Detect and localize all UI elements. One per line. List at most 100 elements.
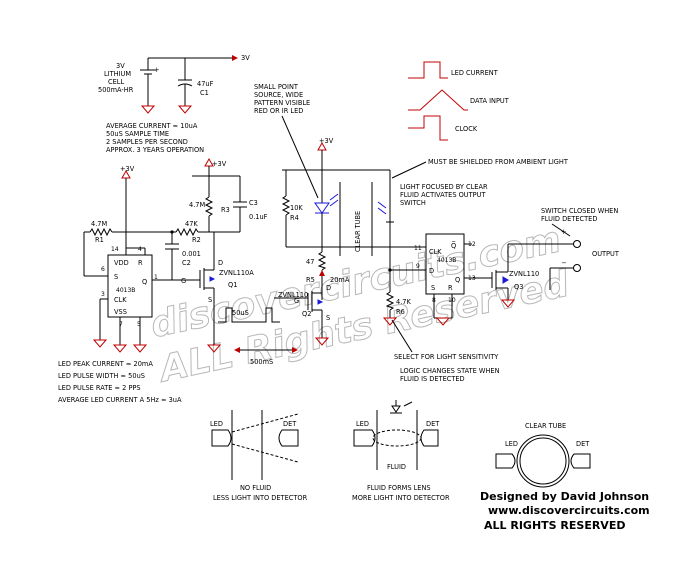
- ic1-chip: [107, 254, 153, 318]
- svg-text:2 SAMPLES PER SECOND: 2 SAMPLES PER SECOND: [106, 138, 188, 146]
- svg-text:VSS: VSS: [114, 308, 127, 316]
- svg-text:www.discovercircuits.com: www.discovercircuits.com: [488, 504, 650, 517]
- battery-section: 3V LITHIUM CELL 500mA-HR + 3V 47uF C1: [98, 54, 250, 114]
- output-terminal-plus: [573, 240, 581, 248]
- q1-transistor: G D S ZVNL110A Q1: [172, 232, 254, 353]
- ground-icon: [500, 299, 516, 308]
- svg-text:FLUID DETECTED: FLUID DETECTED: [541, 215, 597, 223]
- svg-text:4.7K: 4.7K: [396, 298, 411, 306]
- svg-text:AVERAGE CURRENT ≈ 10uA: AVERAGE CURRENT ≈ 10uA: [106, 122, 198, 130]
- svg-text:D: D: [326, 284, 331, 292]
- svg-text:ALL RIGHTS RESERVED: ALL RIGHTS RESERVED: [484, 519, 625, 532]
- svg-text:LED PEAK CURRENT ≈ 20mA: LED PEAK CURRENT ≈ 20mA: [58, 360, 153, 368]
- svg-text:+3V: +3V: [319, 137, 334, 145]
- svg-text:S: S: [208, 296, 212, 304]
- svg-text:CLOCK: CLOCK: [455, 125, 478, 133]
- svg-text:CLK: CLK: [114, 296, 127, 304]
- svg-text:G: G: [181, 277, 186, 285]
- svg-text:+3V: +3V: [212, 160, 227, 168]
- svg-text:DET: DET: [426, 420, 440, 428]
- svg-text:CLK: CLK: [429, 248, 442, 256]
- svg-text:9: 9: [416, 263, 420, 270]
- svg-text:4.7M: 4.7M: [91, 220, 107, 228]
- sensor-section: +3V 10K R4 47 R5 20mA G D S ZVNL11: [274, 137, 411, 346]
- ic1-section: +3V +3V VDD R S Q 4013B CLK VSS 14 4 6 1…: [83, 157, 268, 353]
- svg-text:7: 7: [119, 321, 123, 328]
- svg-text:14: 14: [111, 246, 119, 253]
- svg-text:LED: LED: [505, 440, 518, 448]
- detector-body-icon: [570, 453, 591, 469]
- svg-text:+3V: +3V: [120, 165, 135, 173]
- svg-text:LED: LED: [356, 420, 369, 428]
- svg-text:0.1uF: 0.1uF: [249, 213, 268, 221]
- svg-text:4013B: 4013B: [437, 257, 456, 264]
- svg-text:R1: R1: [95, 236, 104, 244]
- svg-text:OUTPUT: OUTPUT: [592, 250, 620, 258]
- detector-body-icon: [420, 429, 439, 447]
- battery-supply: 3V: [241, 54, 250, 62]
- sensitivity-notes: SELECT FOR LIGHT SENSITIVITY LOGIC CHANG…: [391, 319, 500, 383]
- switch-note: SWITCH CLOSED WHEN FLUID DETECTED: [541, 207, 618, 237]
- svg-text:D: D: [429, 267, 434, 275]
- svg-text:AVERAGE LED CURRENT A 5Hz ≈ 3u: AVERAGE LED CURRENT A 5Hz ≈ 3uA: [58, 396, 182, 404]
- led-body-icon: [353, 429, 376, 447]
- ground-icon: [112, 344, 128, 353]
- svg-text:R6: R6: [396, 308, 405, 316]
- svg-text:+: +: [154, 66, 160, 74]
- led-note: SMALL POINT SOURCE, WIDE PATTERN VISIBLE…: [254, 83, 319, 199]
- svg-text:5: 5: [137, 321, 141, 328]
- svg-text:20mA: 20mA: [330, 276, 350, 284]
- svg-text:R4: R4: [290, 214, 299, 222]
- svg-text:11: 11: [414, 245, 422, 252]
- shield-note: MUST BE SHIELDED FROM AMBIENT LIGHT: [428, 158, 569, 166]
- svg-text:SMALL POINT: SMALL POINT: [254, 83, 299, 91]
- svg-text:SWITCH: SWITCH: [400, 199, 426, 207]
- svg-text:ZVNL110: ZVNL110: [278, 291, 308, 299]
- svg-text:LIGHT FOCUSED BY CLEAR: LIGHT FOCUSED BY CLEAR: [400, 183, 488, 191]
- svg-text:50uS SAMPLE TIME: 50uS SAMPLE TIME: [106, 130, 169, 138]
- led-body-icon: [495, 453, 516, 469]
- svg-text:Q3: Q3: [514, 283, 523, 291]
- svg-text:4.7M: 4.7M: [189, 201, 205, 209]
- ground-icon: [140, 105, 156, 114]
- svg-text:DET: DET: [576, 440, 590, 448]
- svg-text:R2: R2: [192, 236, 201, 244]
- svg-text:FLUID FORMS LENS: FLUID FORMS LENS: [367, 484, 431, 492]
- svg-text:R: R: [138, 259, 143, 267]
- svg-text:0.001: 0.001: [182, 250, 201, 258]
- svg-text:SWITCH CLOSED WHEN: SWITCH CLOSED WHEN: [541, 207, 618, 215]
- battery-label-3: CELL: [108, 78, 124, 86]
- battery-label-1: 3V: [116, 62, 125, 70]
- svg-text:4: 4: [138, 246, 142, 253]
- svg-text:6: 6: [101, 266, 105, 273]
- led-body-icon: [211, 429, 232, 447]
- credits: Designed by David Johnson www.discoverci…: [480, 490, 650, 532]
- svg-text:CLEAR TUBE: CLEAR TUBE: [525, 422, 566, 430]
- svg-text:SOURCE, WIDE: SOURCE, WIDE: [254, 91, 303, 99]
- svg-text:C2: C2: [182, 259, 191, 267]
- svg-text:FLUID: FLUID: [387, 463, 406, 471]
- svg-text:MORE LIGHT INTO DETECTOR: MORE LIGHT INTO DETECTOR: [352, 494, 450, 502]
- detector-body-icon: [278, 429, 299, 447]
- svg-text:FLUID IS DETECTED: FLUID IS DETECTED: [400, 375, 465, 383]
- svg-text:S: S: [326, 314, 330, 322]
- output-terminal-minus: [573, 264, 581, 272]
- svg-text:LESS LIGHT INTO DETECTOR: LESS LIGHT INTO DETECTOR: [213, 494, 308, 502]
- svg-text:50uS: 50uS: [232, 309, 249, 317]
- data-input-waveform: [408, 89, 468, 111]
- svg-text:G: G: [294, 297, 299, 305]
- svg-text:+: +: [561, 228, 567, 236]
- svg-text:LED PULSE RATE ≈ 2 PPS: LED PULSE RATE ≈ 2 PPS: [58, 384, 141, 392]
- svg-text:APPROX. 3 YEARS OPERATION: APPROX. 3 YEARS OPERATION: [106, 146, 204, 154]
- svg-text:D: D: [218, 259, 223, 267]
- svg-text:RED OR IR LED: RED OR IR LED: [254, 107, 303, 115]
- svg-text:SELECT FOR LIGHT SENSITIVITY: SELECT FOR LIGHT SENSITIVITY: [394, 353, 499, 361]
- ground-icon: [314, 337, 330, 346]
- led-current-waveform: [408, 61, 448, 79]
- svg-text:Q2: Q2: [302, 310, 311, 318]
- svg-text:S: S: [431, 284, 435, 292]
- svg-text:PATTERN VISIBLE: PATTERN VISIBLE: [254, 99, 310, 107]
- c1-ref: C1: [200, 89, 209, 97]
- svg-text:R: R: [448, 284, 453, 292]
